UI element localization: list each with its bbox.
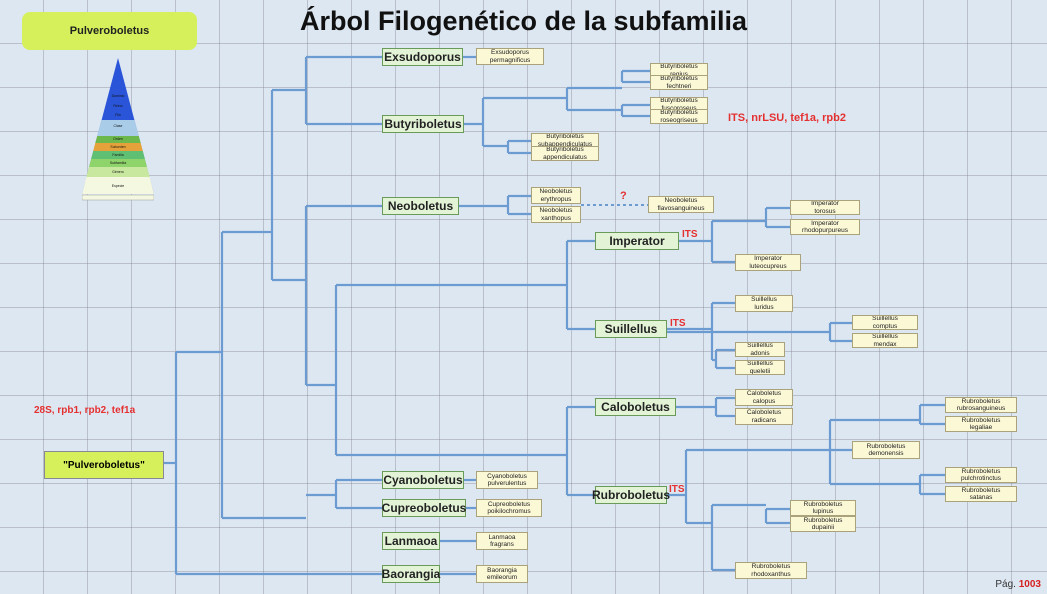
taxonomy-pyramid: Dominio Reino Filo Clase Orden Suborden … xyxy=(82,58,154,202)
genus-neoboletus: Neoboletus xyxy=(382,197,459,215)
pyramid-level-family: Familia xyxy=(112,153,124,157)
genus-caloboletus: Caloboletus xyxy=(595,398,676,416)
pyramid-level-domain: Dominio xyxy=(111,94,125,98)
genus-baorangia: Baorangia xyxy=(381,565,441,583)
genus-lanmaoa: Lanmaoa xyxy=(382,532,440,550)
genus-exsudoporus: Exsudoporus xyxy=(382,48,463,66)
uncertain-relationship-mark: ? xyxy=(620,190,627,202)
pyramid-level-species: Especie xyxy=(111,184,125,188)
root-node: "Pulveroboletus" xyxy=(44,451,164,479)
top-genus-label: Pulveroboletus xyxy=(22,12,197,50)
pyramid-level-class: Clase xyxy=(113,124,123,128)
pyramid-level-genus: Género xyxy=(112,170,124,174)
root-markers-label: 28S, rpb1, rpb2, tef1a xyxy=(34,405,136,416)
pyramid-level-phylum: Filo xyxy=(115,113,121,117)
rubroboletus-its-label: ITS xyxy=(669,484,685,495)
genus-cupreoboletus: Cupreoboletus xyxy=(381,499,467,517)
imperator-its-label: ITS xyxy=(682,229,698,240)
pyramid-shape xyxy=(82,58,154,201)
suillellus-its-label: ITS xyxy=(670,318,686,329)
pyramid-level-subfamily: Subfamilia xyxy=(109,161,127,165)
genus-butyriboletus: Butyriboletus xyxy=(382,115,464,133)
genus-suillellus: Suillellus xyxy=(595,320,667,338)
genus-cyanoboletus: Cyanoboletus xyxy=(382,471,464,489)
pyramid-level-kingdom: Reino xyxy=(113,104,123,108)
pyramid-level-order: Orden xyxy=(113,137,123,141)
pyramid-level-suborder: Suborden xyxy=(110,145,126,149)
diagram-title: Árbol Filogenético de la subfamilia xyxy=(300,6,748,36)
butyriboletus-markers-label: ITS, nrLSU, tef1a, rpb2 xyxy=(728,112,846,124)
genus-imperator: Imperator xyxy=(595,232,679,250)
genus-rubroboletus: Rubroboletus xyxy=(592,486,670,504)
page-number: Pág. 1003 xyxy=(995,579,1041,590)
